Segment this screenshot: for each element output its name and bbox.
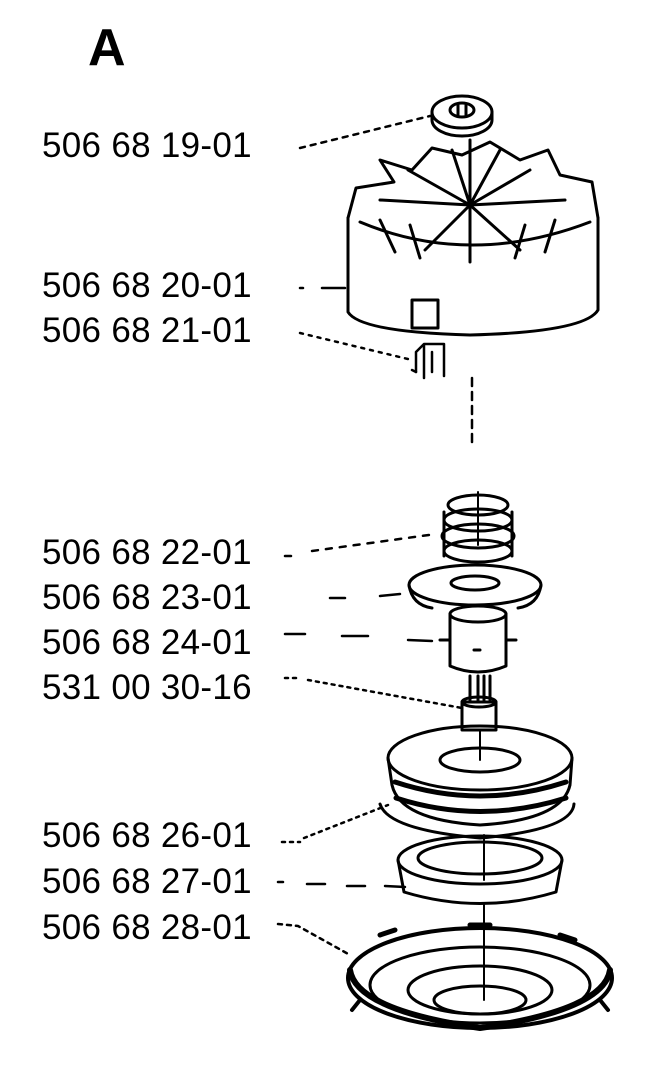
ring-part: [396, 834, 564, 905]
pawl-part: [410, 342, 446, 380]
fan-housing-part: [346, 138, 600, 337]
leader-line-pawl: [298, 331, 414, 362]
part-label-rope-pulley: 506 68 26-01: [42, 816, 252, 855]
part-label-ring: 506 68 27-01: [42, 862, 252, 901]
washer-part: [407, 563, 543, 610]
leader-line-base-cover: [276, 922, 352, 957]
hub-part: [438, 604, 518, 674]
part-label-fan-housing: 506 68 20-01: [42, 266, 252, 305]
part-label-pawl: 506 68 21-01: [42, 311, 252, 350]
leader-lines: [276, 114, 464, 957]
base-cover-part: [346, 922, 614, 1031]
part-label-washer: 506 68 23-01: [42, 578, 252, 617]
leader-line-ring: [276, 880, 407, 889]
leader-line-washer: [328, 592, 402, 600]
leader-line-spring: [283, 532, 438, 558]
spring-part: [440, 491, 516, 564]
part-label-spring: 506 68 22-01: [42, 533, 252, 572]
part-label-screw: 506 68 19-01: [42, 126, 252, 165]
rope-pulley-part: [378, 724, 576, 840]
leader-line-pin: [283, 676, 464, 710]
diagram-title: A: [88, 19, 126, 77]
center-axis-lower: [479, 719, 485, 1001]
screw-part: [430, 94, 494, 138]
pin-part: [460, 674, 498, 732]
part-label-base-cover: 506 68 28-01: [42, 908, 252, 947]
leader-line-screw: [298, 114, 432, 150]
part-label-hub: 506 68 24-01: [42, 623, 252, 662]
part-label-pin: 531 00 30-16: [42, 668, 252, 707]
leader-line-rope-pulley: [280, 803, 390, 844]
leader-line-hub: [283, 632, 434, 643]
